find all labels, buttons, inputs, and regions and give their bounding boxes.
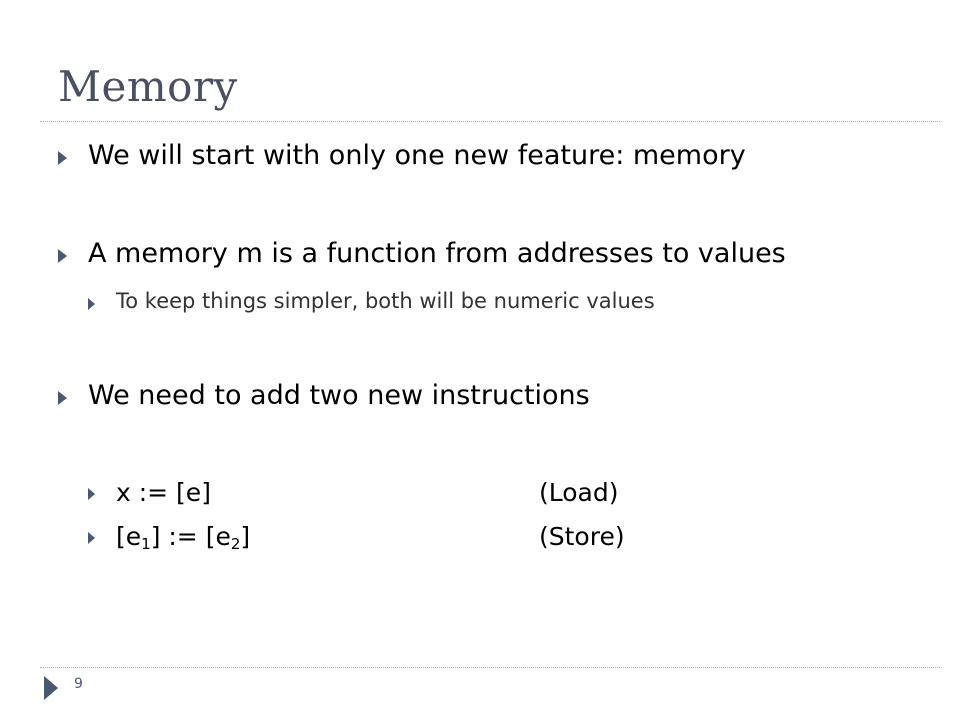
bullet-text: We will start with only one new feature:… — [88, 140, 746, 171]
sub-bullet-arrow-icon — [88, 488, 95, 500]
sub-bullet-arrow-icon — [88, 532, 95, 544]
instruction-code: [e1] := [e2] — [116, 522, 251, 553]
sub-bullet-text: To keep things simpler, both will be num… — [116, 289, 655, 313]
page-number: 9 — [74, 676, 83, 692]
instruction-label: (Store) — [539, 522, 625, 551]
instruction-code: x := [e] — [116, 478, 211, 507]
slide-title: Memory — [58, 62, 238, 111]
sub-bullet-arrow-icon — [88, 298, 95, 310]
footer-divider — [40, 667, 940, 668]
bullet-text: We need to add two new instructions — [88, 380, 590, 411]
bullet-arrow-icon — [58, 249, 67, 263]
title-divider — [40, 121, 940, 122]
bullet-arrow-icon — [58, 151, 67, 165]
bullet-arrow-icon — [58, 391, 67, 405]
bullet-text: A memory m is a function from addresses … — [88, 238, 786, 269]
footer-arrow-icon — [44, 676, 58, 700]
instruction-label: (Load) — [539, 478, 619, 507]
